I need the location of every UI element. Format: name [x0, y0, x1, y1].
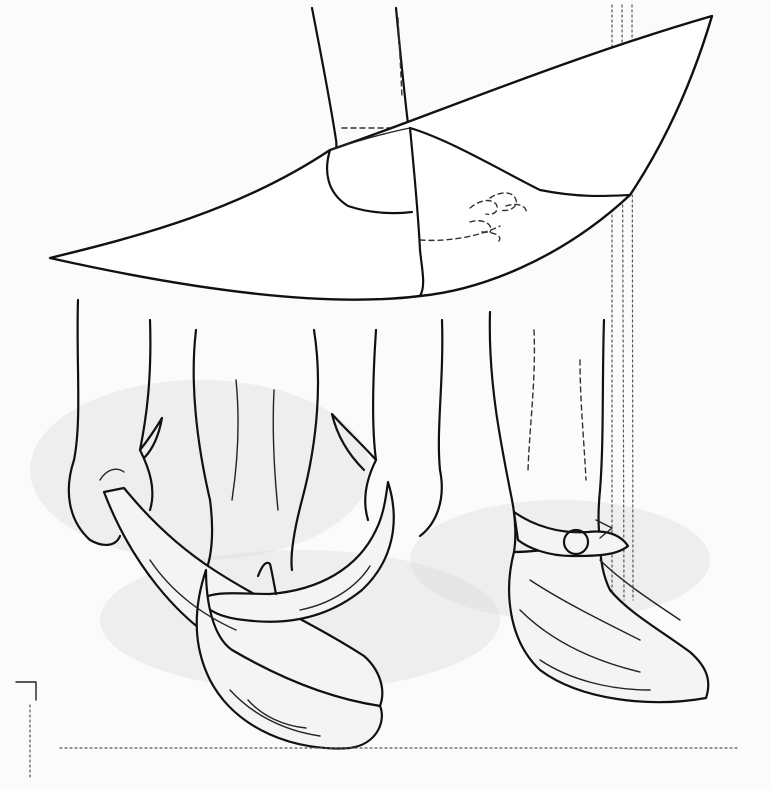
step-one-foot-on-sheet	[50, 8, 712, 300]
